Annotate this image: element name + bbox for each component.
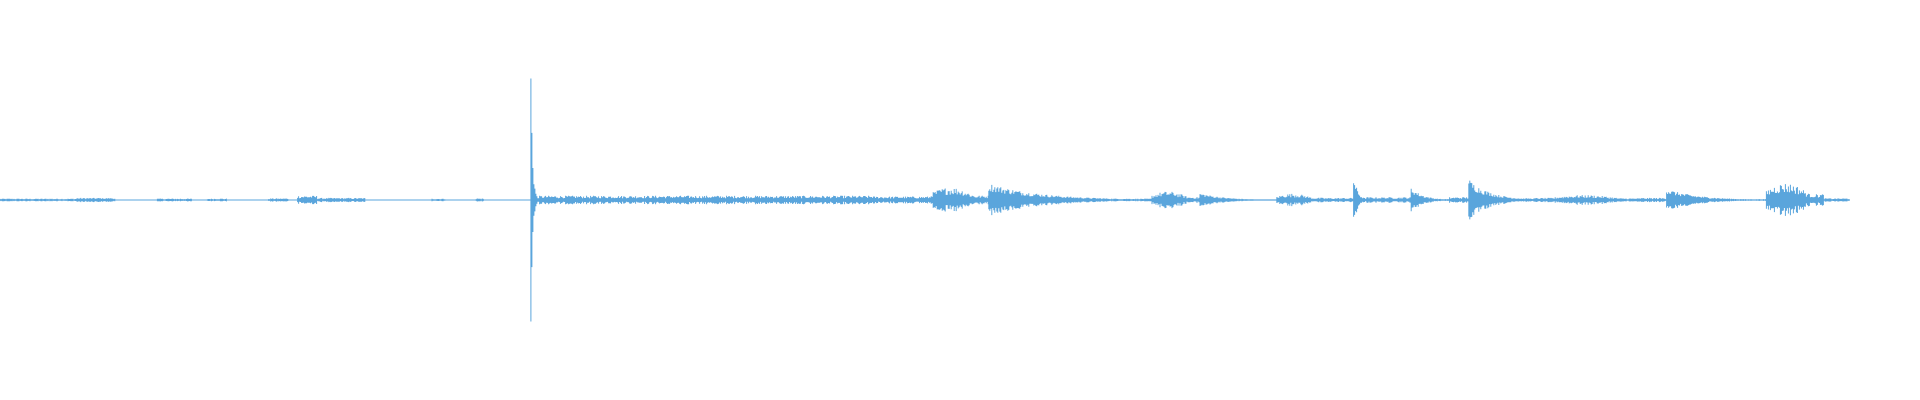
waveform-segment-burst: [1276, 193, 1325, 207]
waveform-segment-flat: [431, 198, 446, 202]
waveform-segment-flat: [475, 198, 484, 202]
waveform-segment-flat: [316, 197, 366, 203]
waveform-bars: [0, 78, 1850, 322]
waveform-segment-flat: [0, 198, 77, 202]
waveform-segment-flat: [1449, 197, 1470, 203]
waveform-segment-flat: [1324, 197, 1354, 203]
waveform-segment-flat: [1366, 197, 1412, 203]
waveform-segment-decay: [1199, 194, 1277, 206]
waveform-segment-flat: [1641, 197, 1667, 203]
waveform-segment-flat: [873, 196, 932, 204]
waveform-segment-decay: [1666, 191, 1767, 209]
waveform-segment-burst: [930, 188, 989, 212]
waveform-segment-decay: [988, 184, 1153, 216]
waveform-segment-flat: [297, 195, 318, 205]
waveform-segment-flat: [268, 198, 289, 202]
waveform-segment-flat: [76, 197, 116, 203]
waveform-segment-decay: [1410, 188, 1450, 212]
waveform-segment-flat: [1535, 197, 1556, 203]
waveform-segment-flat: [206, 198, 227, 202]
waveform-segment-decay: [1468, 180, 1537, 220]
waveform-segment-burst: [1151, 191, 1201, 209]
waveform-segment-decay: [1353, 183, 1368, 217]
waveform-segment-flat: [156, 198, 192, 202]
waveform-segment-burst: [1765, 184, 1824, 216]
waveform-segment-spike: [530, 78, 539, 322]
waveform-segment-burst: [1554, 195, 1642, 205]
waveform-segment-flat: [538, 195, 875, 205]
waveform-segment-flat: [1823, 198, 1850, 202]
